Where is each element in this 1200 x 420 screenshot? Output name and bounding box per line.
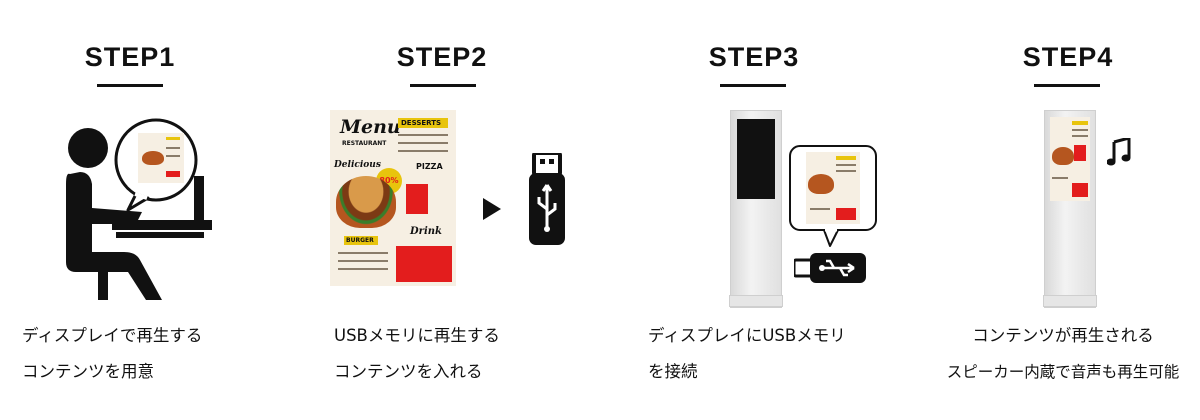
step-caption: コンテンツが再生される スピーカー内蔵で音声も再生可能 xyxy=(928,318,1198,390)
step-caption: USBメモリに再生する コンテンツを入れる xyxy=(334,318,500,390)
discount-value: 80% xyxy=(379,176,399,185)
step-caption: ディスプレイで再生する コンテンツを用意 xyxy=(22,318,202,390)
step-title: STEP2 xyxy=(396,42,488,72)
step-divider xyxy=(720,84,786,87)
menu-thumbnail xyxy=(806,152,860,224)
display-screen xyxy=(737,119,775,199)
step-title: STEP4 xyxy=(1022,42,1114,72)
music-note-icon xyxy=(1107,138,1131,166)
burger-image xyxy=(336,176,396,228)
menu-subtitle: RESTAURANT xyxy=(342,140,387,147)
desserts-label: DESSERTS xyxy=(401,119,442,127)
step-title: STEP1 xyxy=(84,42,176,72)
step-title: STEP3 xyxy=(708,42,800,72)
play-arrow-icon xyxy=(483,198,501,220)
usb-drive-icon xyxy=(529,153,565,245)
step-divider xyxy=(1034,84,1100,87)
burger-label: BURGER xyxy=(346,237,374,244)
menu-title: Menu xyxy=(340,116,401,138)
price-box xyxy=(396,246,452,282)
pizza-label: PIZZA xyxy=(416,162,443,171)
signage-display xyxy=(1043,110,1097,308)
desserts-header: DESSERTS xyxy=(398,118,448,128)
caption-line: スピーカー内蔵で音声も再生可能 xyxy=(946,363,1180,381)
caption-line: コンテンツが再生される xyxy=(972,326,1154,345)
usb-drive-icon xyxy=(794,253,866,283)
step-divider xyxy=(97,84,163,87)
step-caption: ディスプレイにUSBメモリ を接続 xyxy=(648,318,846,390)
signage-display xyxy=(729,110,783,308)
delicious-label: Delicious xyxy=(334,160,381,170)
menu-poster: Menu RESTAURANT DESSERTS PIZZA Delicious… xyxy=(330,110,456,286)
display-screen-content xyxy=(1050,117,1090,201)
caption-line: を接続 xyxy=(648,362,698,381)
caption-line: USBメモリに再生する xyxy=(334,326,500,345)
drink-label: Drink xyxy=(410,226,442,237)
caption-line: ディスプレイで再生する xyxy=(22,326,203,345)
step-divider xyxy=(410,84,476,87)
caption-line: ディスプレイにUSBメモリ xyxy=(648,326,846,345)
caption-line: コンテンツを入れる xyxy=(334,362,483,381)
menu-thumbnail xyxy=(138,133,184,183)
burger-header: BURGER xyxy=(344,236,378,245)
caption-line: コンテンツを用意 xyxy=(22,362,154,381)
